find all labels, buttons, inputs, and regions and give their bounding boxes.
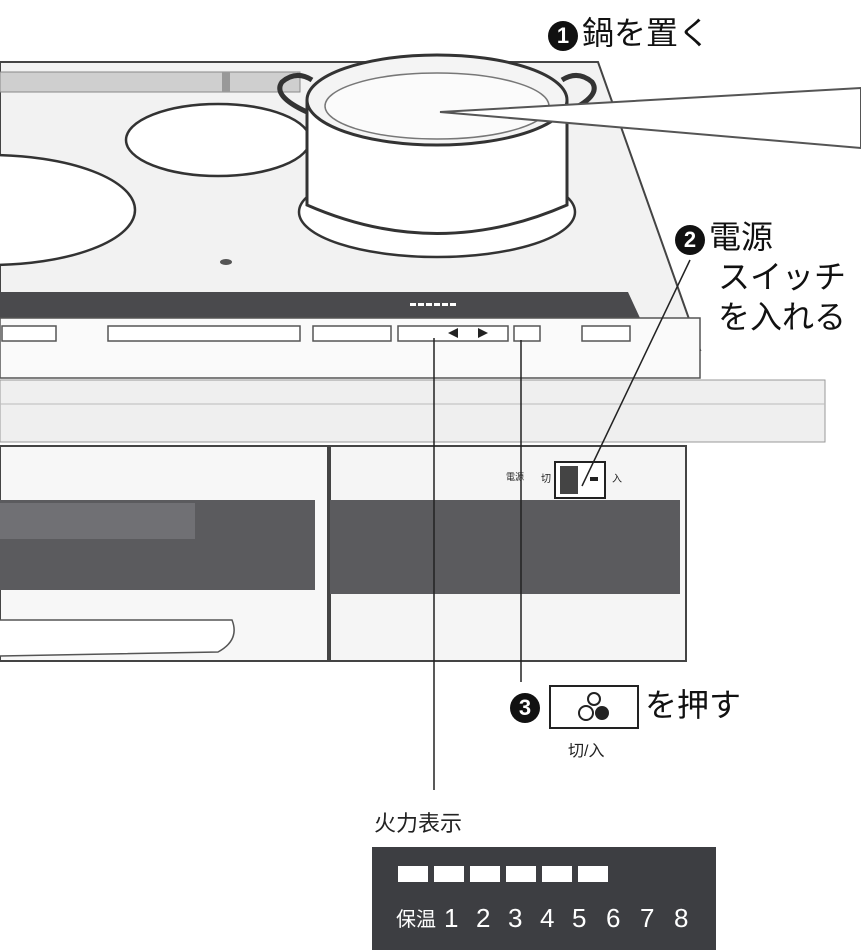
- level-bar-6: [578, 866, 608, 882]
- level-digit-3: 3: [508, 903, 523, 933]
- level-digit-4: 4: [540, 903, 555, 933]
- level-digit-7: 7: [640, 903, 655, 933]
- step3-text: を押す: [645, 687, 742, 723]
- sensor-dot: [220, 259, 232, 265]
- heat-on-off-button[interactable]: [549, 685, 639, 729]
- power-display-panel: 保温 1 2 3 4 5 6 7 8: [372, 847, 716, 950]
- level-digit-1: 1: [444, 903, 459, 933]
- control-strip: [0, 292, 640, 318]
- grill-handle: [0, 619, 235, 657]
- heat-circles-icon: [578, 692, 609, 721]
- level-bar-1: [398, 866, 428, 882]
- warm-label: 保温: [396, 909, 436, 931]
- level-bar-3: [470, 866, 500, 882]
- step2-line1: 電源: [709, 219, 774, 255]
- step2-line3: を入れる: [718, 299, 847, 335]
- step3-number-wrap: 3: [510, 686, 544, 724]
- pointer-step1: [439, 86, 861, 150]
- vent-grille: [0, 71, 301, 93]
- leader-step2: [581, 259, 691, 487]
- step2-number: 2: [675, 224, 705, 255]
- power-display-caption: 火力表示: [374, 811, 463, 836]
- pot: [277, 53, 597, 235]
- level-digit-6: 6: [606, 903, 621, 933]
- switch-on-label: 入: [612, 474, 622, 485]
- level-bar-2: [434, 866, 464, 882]
- level-bar-4: [506, 866, 536, 882]
- burner-rear-center: [124, 102, 312, 178]
- step3-number: 3: [510, 692, 540, 723]
- step1-number: 1: [548, 20, 578, 51]
- switch-off-label: 切: [541, 474, 551, 485]
- burner-left: [0, 153, 137, 267]
- level-digit-2: 2: [476, 903, 491, 933]
- level-digit-8: 8: [674, 903, 689, 933]
- counter-edge: [0, 379, 826, 443]
- switch-power-label: 電源: [506, 472, 525, 482]
- level-bar-5: [542, 866, 572, 882]
- level-digit-5: 5: [572, 903, 587, 933]
- step1-text: 鍋を置く: [582, 15, 711, 51]
- button-caption: 切/入: [568, 743, 605, 760]
- step2-line2: スイッチ: [718, 259, 847, 295]
